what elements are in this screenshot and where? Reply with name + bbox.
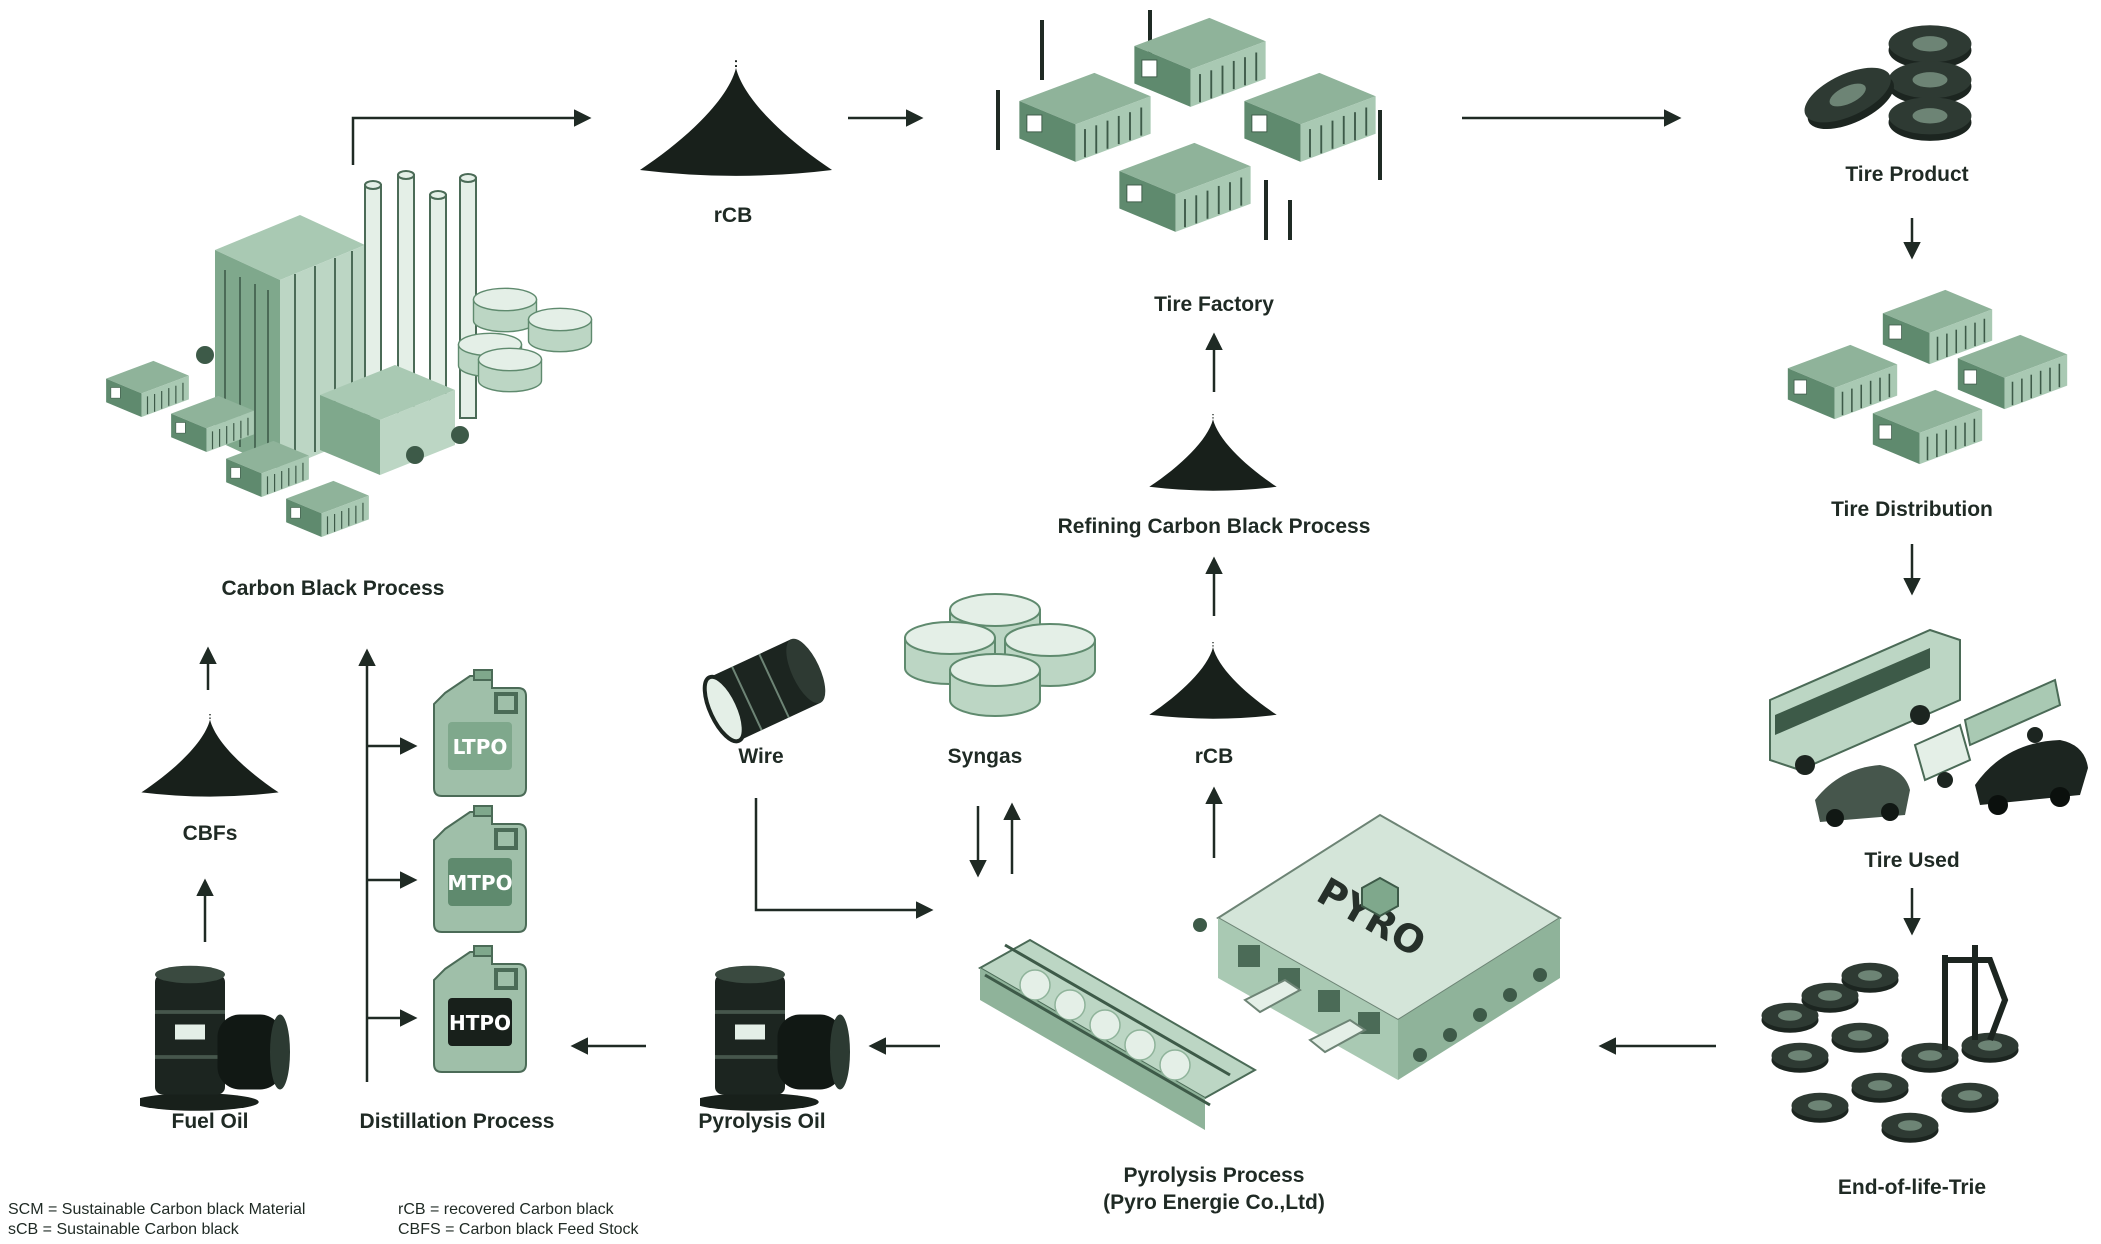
label-tire-factory: Tire Factory	[1154, 293, 1274, 316]
label-tire-distribution: Tire Distribution	[1831, 498, 1993, 521]
arrow-wire-to-pyrolysis	[754, 798, 934, 919]
label-tire-used: Tire Used	[1864, 849, 1960, 872]
htpo-label: HTPO	[449, 1011, 511, 1035]
legend-scb: sCB = Sustainable Carbon black	[8, 1221, 239, 1238]
flow-arrows	[196, 109, 1921, 1082]
tire-product-illustration	[1796, 25, 1972, 141]
label-refining-carbon-black: Refining Carbon Black Process	[1057, 515, 1371, 538]
legend-scm: SCM = Sustainable Carbon black Material	[8, 1201, 306, 1218]
legend-cbfs: CBFS = Carbon black Feed Stock	[398, 1221, 639, 1238]
label-tire-product: Tire Product	[1845, 163, 1969, 186]
label-wire: Wire	[738, 745, 784, 768]
pyrolysis-oil-barrels-illustration	[700, 963, 850, 1112]
legend-column-1: SCM = Sustainable Carbon black Material …	[8, 1200, 305, 1240]
cbfs-pile	[140, 713, 280, 798]
label-pyrolysis-process-line2: (Pyro Energie Co.,Ltd)	[1103, 1191, 1325, 1214]
label-syngas: Syngas	[947, 745, 1023, 768]
label-rcb-top: rCB	[713, 204, 753, 227]
fuel-oil-barrels-illustration	[140, 963, 290, 1112]
label-pyrolysis-process: Pyrolysis Process (Pyro Energie Co.,Ltd)	[1103, 1162, 1325, 1216]
label-fuel-oil: Fuel Oil	[171, 1110, 249, 1133]
tire-used-vehicles-illustration	[1769, 628, 2088, 827]
legend-rcb: rCB = recovered Carbon black	[398, 1201, 614, 1218]
mtpo-can: MTPO	[432, 804, 528, 934]
pyro-logo-icon	[1361, 876, 1399, 918]
label-pyrolysis-oil: Pyrolysis Oil	[698, 1110, 826, 1133]
htpo-can: HTPO	[432, 944, 528, 1074]
ltpo-can: LTPO	[432, 668, 528, 798]
label-distillation-process: Distillation Process	[359, 1110, 555, 1133]
refining-pile	[1148, 413, 1278, 492]
wire-coil-illustration	[702, 638, 826, 744]
label-cbfs: CBFs	[182, 822, 238, 845]
tire-distribution-illustration	[1786, 289, 2069, 465]
label-rcb-mid: rCB	[1194, 745, 1234, 768]
ltpo-label: LTPO	[453, 735, 508, 759]
pyrolysis-plant-illustration: PYRO	[977, 813, 1562, 1130]
label-pyrolysis-process-line1: Pyrolysis Process	[1123, 1164, 1305, 1187]
arrow-carbon-black-to-rcb	[351, 109, 592, 165]
mtpo-label: MTPO	[447, 871, 512, 895]
label-end-of-life: End-of-life-Trie	[1837, 1176, 1987, 1199]
rcb-top-pile	[638, 59, 834, 177]
end-of-life-tires-illustration	[1761, 945, 2019, 1143]
label-carbon-black-process: Carbon Black Process	[221, 577, 445, 600]
carbon-black-plant-illustration	[105, 170, 593, 538]
rcb-mid-pile	[1148, 641, 1278, 720]
syngas-tanks-illustration	[904, 593, 1096, 717]
tire-factory-illustration	[996, 10, 1382, 240]
legend-column-2: rCB = recovered Carbon black CBFS = Carb…	[398, 1200, 639, 1240]
